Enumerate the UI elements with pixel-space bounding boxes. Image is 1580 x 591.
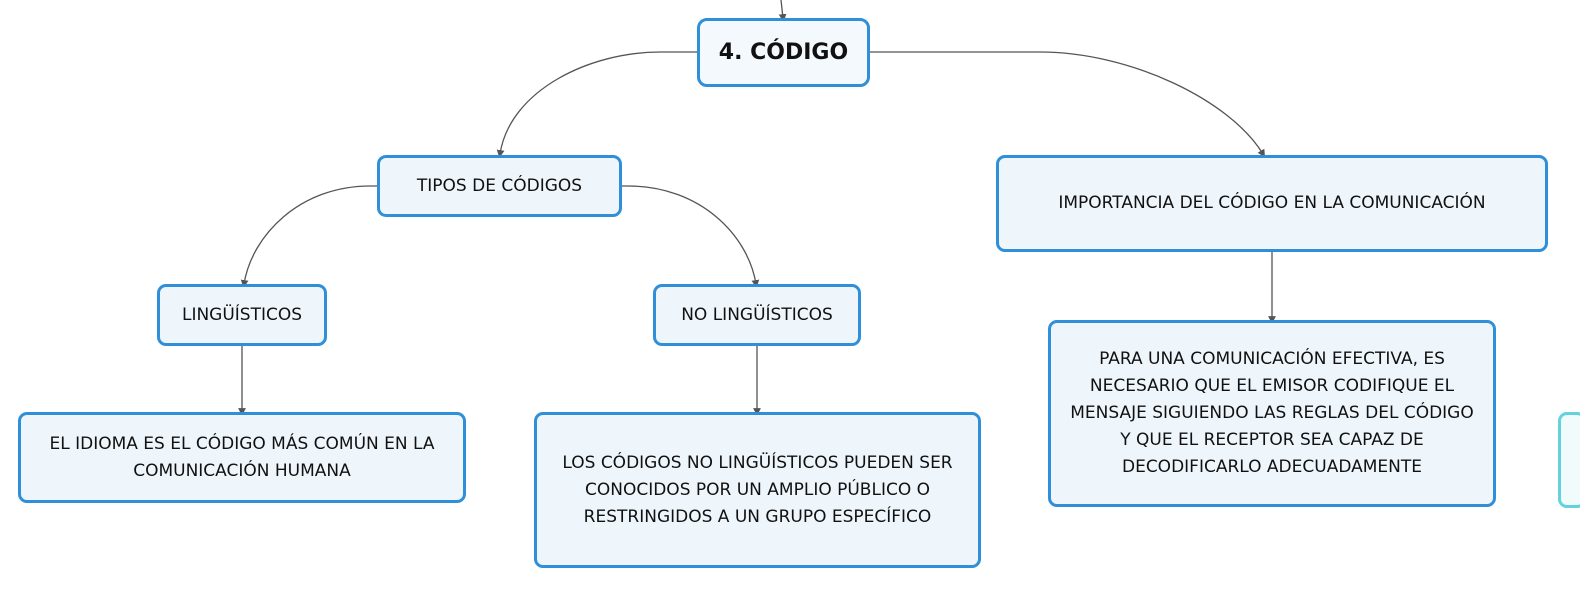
node-no-linguisticos-desc[interactable]: LOS CÓDIGOS NO LINGÜÍSTICOS PUEDEN SER C… bbox=[534, 412, 981, 568]
connector-tipos-to-linguisticos bbox=[240, 185, 378, 288]
node-codigo-label: 4. CÓDIGO bbox=[718, 40, 849, 65]
connector-root-to-tipos bbox=[496, 51, 698, 158]
node-importancia-label: IMPORTANCIA DEL CÓDIGO EN LA COMUNICACIÓ… bbox=[1058, 193, 1486, 213]
node-importancia-desc[interactable]: PARA UNA COMUNICACIÓN EFECTIVA, ES NECES… bbox=[1048, 320, 1496, 507]
node-linguisticos[interactable]: LINGÜÍSTICOS bbox=[157, 284, 327, 346]
node-importancia[interactable]: IMPORTANCIA DEL CÓDIGO EN LA COMUNICACIÓ… bbox=[996, 155, 1548, 252]
connector-tipos-to-no-linguisticos bbox=[621, 185, 760, 288]
node-no-linguisticos-label: NO LINGÜÍSTICOS bbox=[681, 304, 833, 325]
node-no-linguisticos[interactable]: NO LINGÜÍSTICOS bbox=[653, 284, 861, 346]
connector-parent-to-root bbox=[778, 0, 787, 22]
node-tipos-label: TIPOS DE CÓDIGOS bbox=[416, 175, 583, 196]
node-idioma[interactable]: EL IDIOMA ES EL CÓDIGO MÁS COMÚN EN LA C… bbox=[18, 412, 466, 503]
node-tipos-de-codigos[interactable]: TIPOS DE CÓDIGOS bbox=[377, 155, 622, 217]
node-importancia-desc-label: PARA UNA COMUNICACIÓN EFECTIVA, ES NECES… bbox=[1070, 349, 1474, 477]
node-codigo-root[interactable]: 4. CÓDIGO bbox=[697, 18, 870, 87]
node-idioma-label: EL IDIOMA ES EL CÓDIGO MÁS COMÚN EN LA C… bbox=[49, 433, 435, 481]
connector-root-to-importancia bbox=[869, 51, 1266, 158]
partial-node-offscreen[interactable] bbox=[1558, 412, 1580, 508]
node-linguisticos-label: LINGÜÍSTICOS bbox=[181, 304, 303, 325]
node-no-linguisticos-desc-label: LOS CÓDIGOS NO LINGÜÍSTICOS PUEDEN SER C… bbox=[562, 452, 953, 527]
